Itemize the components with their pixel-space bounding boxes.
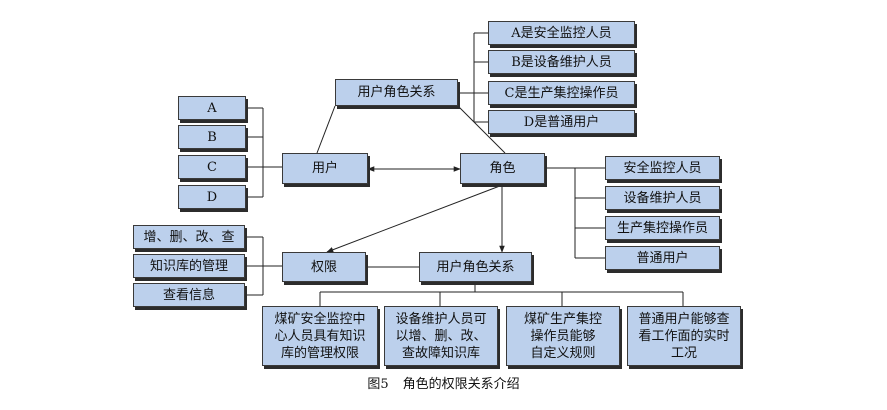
desc-equipment-maintenance: 设备维护人员可 以增、删、改、 查故障知识库 bbox=[384, 306, 498, 366]
user-node: 用户 bbox=[282, 153, 368, 184]
user-b-box: B bbox=[178, 125, 246, 149]
user-d-box: D bbox=[178, 185, 246, 209]
user-a-box: A bbox=[178, 96, 246, 120]
role-def-b: B是设备维护人员 bbox=[488, 50, 635, 74]
op-kb-management: 知识库的管理 bbox=[133, 254, 245, 278]
op-crud: 增、删、改、查 bbox=[133, 225, 245, 249]
figure-caption: 图5 角色的权限关系介绍 bbox=[0, 373, 887, 392]
role-production-operator: 生产集控操作员 bbox=[605, 216, 720, 240]
connector-relation-role bbox=[457, 105, 506, 154]
figure-label: 图5 bbox=[367, 377, 389, 392]
role-equipment-maintenance: 设备维护人员 bbox=[605, 186, 720, 210]
permission-node: 权限 bbox=[282, 252, 366, 282]
role-def-a: A是安全监控人员 bbox=[488, 21, 635, 45]
connector-ops bbox=[245, 236, 282, 296]
role-security-monitor: 安全监控人员 bbox=[605, 156, 720, 180]
op-view-info: 查看信息 bbox=[133, 283, 245, 307]
figure-title: 角色的权限关系介绍 bbox=[402, 377, 520, 392]
connector-roles bbox=[545, 167, 605, 259]
user-c-box: C bbox=[178, 155, 246, 179]
connector-users bbox=[246, 107, 282, 198]
role-node: 角色 bbox=[460, 153, 545, 184]
bottom-relation-box: 用户角色关系 bbox=[419, 252, 532, 282]
connector-relation-user bbox=[316, 105, 336, 154]
top-relation-box: 用户角色关系 bbox=[335, 79, 458, 106]
connector-role-permission bbox=[326, 183, 506, 253]
role-def-d: D是普通用户 bbox=[488, 110, 635, 134]
role-def-c: C是生产集控操作员 bbox=[488, 81, 635, 105]
connector-descriptions bbox=[319, 282, 684, 306]
desc-regular-user: 普通用户能够查 看工作面的实时 工况 bbox=[627, 306, 741, 366]
desc-security-monitor: 煤矿安全监控中 心人员具有知识 库的管理权限 bbox=[262, 306, 378, 366]
connector-relation-defs bbox=[458, 32, 488, 123]
role-regular-user: 普通用户 bbox=[605, 246, 720, 270]
desc-production-operator: 煤矿生产集控 操作员能够 自定义规则 bbox=[506, 306, 620, 366]
